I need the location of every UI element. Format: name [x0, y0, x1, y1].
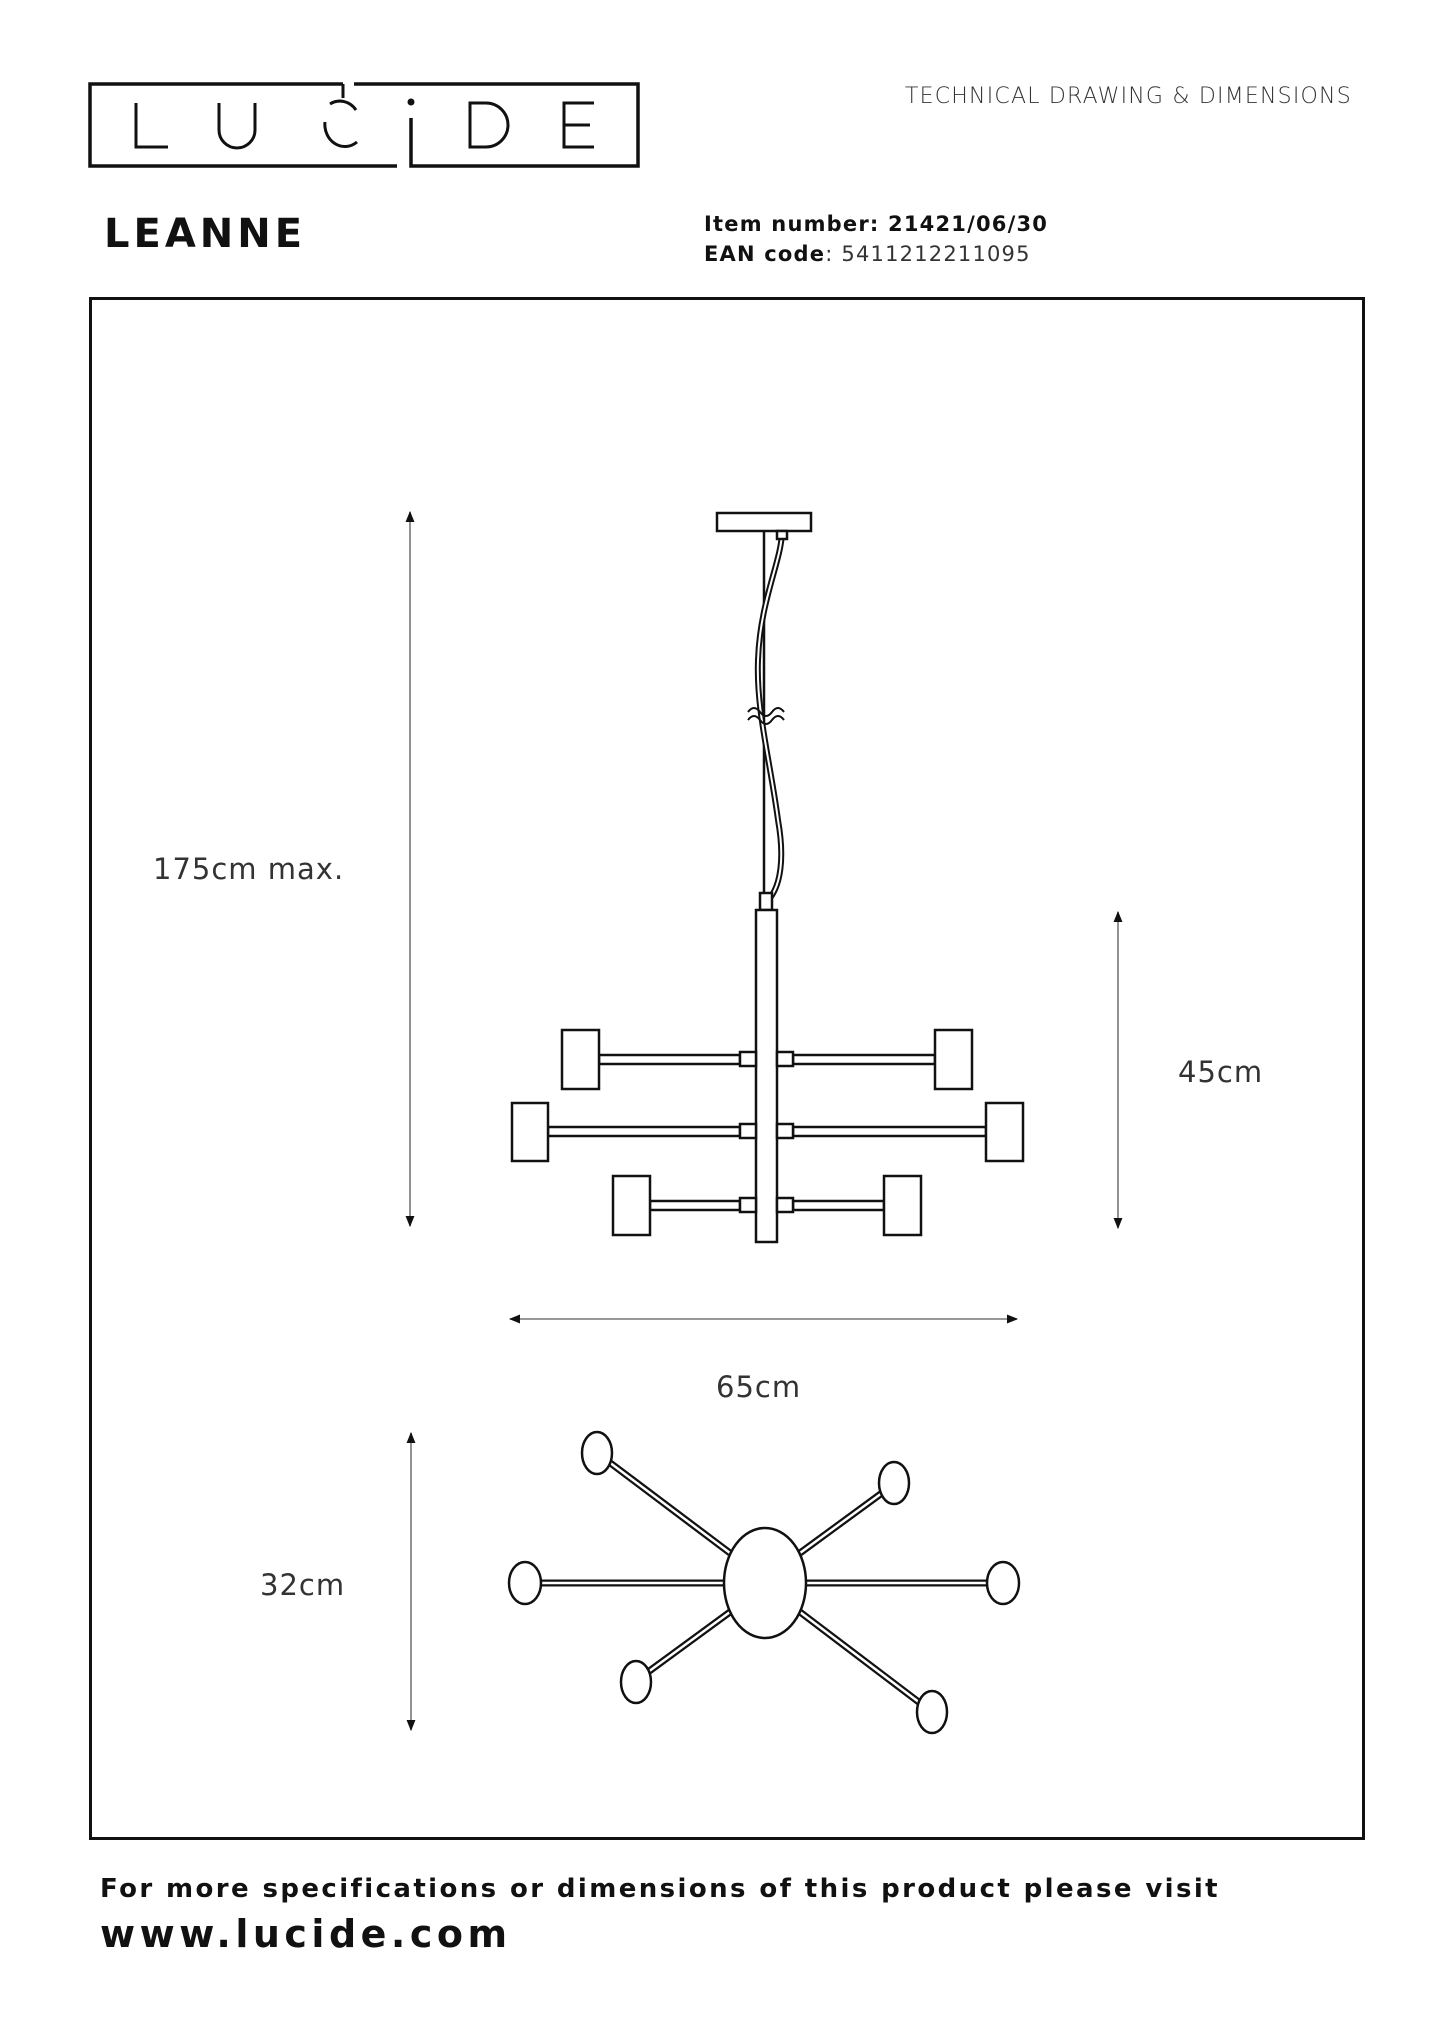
logo-letter-c-bottom [323, 121, 358, 149]
shade-top-left [560, 1028, 601, 1091]
cable-gland [775, 529, 789, 541]
shade-top-right [933, 1028, 974, 1091]
top-view-shade [580, 1430, 614, 1476]
ean-value: 5411212211095 [841, 242, 1031, 266]
dimension-label-total-height: 175cm max. [153, 852, 345, 886]
logo-letter-e [562, 101, 594, 149]
top-view-pendant [507, 1430, 1021, 1735]
footer-info-text: For more specifications or dimensions of… [100, 1874, 1221, 1904]
item-number-row: Item number: 21421/06/30 [704, 209, 1048, 239]
product-meta: Item number: 21421/06/30 EAN code: 54112… [704, 209, 1048, 269]
length-break-mark [747, 707, 785, 725]
shade-middle-right [984, 1101, 1025, 1163]
ean-separator: : [825, 242, 842, 266]
arm-middle-right [791, 1125, 988, 1138]
logo-letter-i-dot [407, 98, 415, 106]
arm-top-right [791, 1053, 937, 1066]
shade-bottom-right [882, 1174, 923, 1237]
central-column [754, 908, 779, 1244]
top-view-shade [985, 1560, 1021, 1606]
item-number-label: Item number: [704, 212, 889, 236]
arm-top-left [597, 1053, 742, 1066]
top-view-shade [877, 1460, 911, 1506]
product-name: LEANNE [104, 211, 307, 257]
dimension-label-depth: 32cm [260, 1568, 346, 1602]
logo-letter-c-top [329, 99, 358, 111]
arm-bottom-left [648, 1199, 742, 1212]
logo-frame-right [354, 82, 640, 168]
top-view-shade [619, 1659, 653, 1705]
arm-joint [738, 1196, 758, 1214]
arm-joint [775, 1196, 795, 1214]
document-type-heading: TECHNICAL DRAWING & DIMENSIONS [905, 84, 1352, 109]
lucide-logo [88, 82, 640, 168]
shade-bottom-left [611, 1174, 652, 1237]
logo-frame-left [88, 82, 397, 168]
item-number-value: 21421/06/30 [888, 212, 1049, 236]
dimension-label-fixture-height: 45cm [1178, 1055, 1264, 1089]
column-cap [758, 891, 774, 912]
side-view-pendant [510, 511, 1025, 1244]
top-view-shade [915, 1689, 949, 1735]
top-view-center-hub [722, 1526, 808, 1640]
shade-middle-left [510, 1101, 550, 1163]
arm-joint [775, 1122, 795, 1140]
ceiling-canopy [715, 511, 813, 533]
drawing-frame [89, 297, 1365, 1840]
dimension-label-width: 65cm [716, 1370, 802, 1404]
ean-row: EAN code: 5411212211095 [704, 239, 1048, 269]
ean-label: EAN code [704, 242, 826, 266]
logo-letter-l [134, 103, 168, 149]
arm-joint [775, 1050, 795, 1068]
website-link[interactable]: www.lucide.com [100, 1912, 512, 1956]
logo-letter-d [468, 101, 510, 149]
top-view-shade [507, 1560, 543, 1606]
arm-bottom-right [791, 1199, 886, 1212]
arm-middle-left [546, 1125, 742, 1138]
logo-letter-u [217, 103, 257, 150]
arm-joint [738, 1122, 758, 1140]
arm-joint [738, 1050, 758, 1068]
